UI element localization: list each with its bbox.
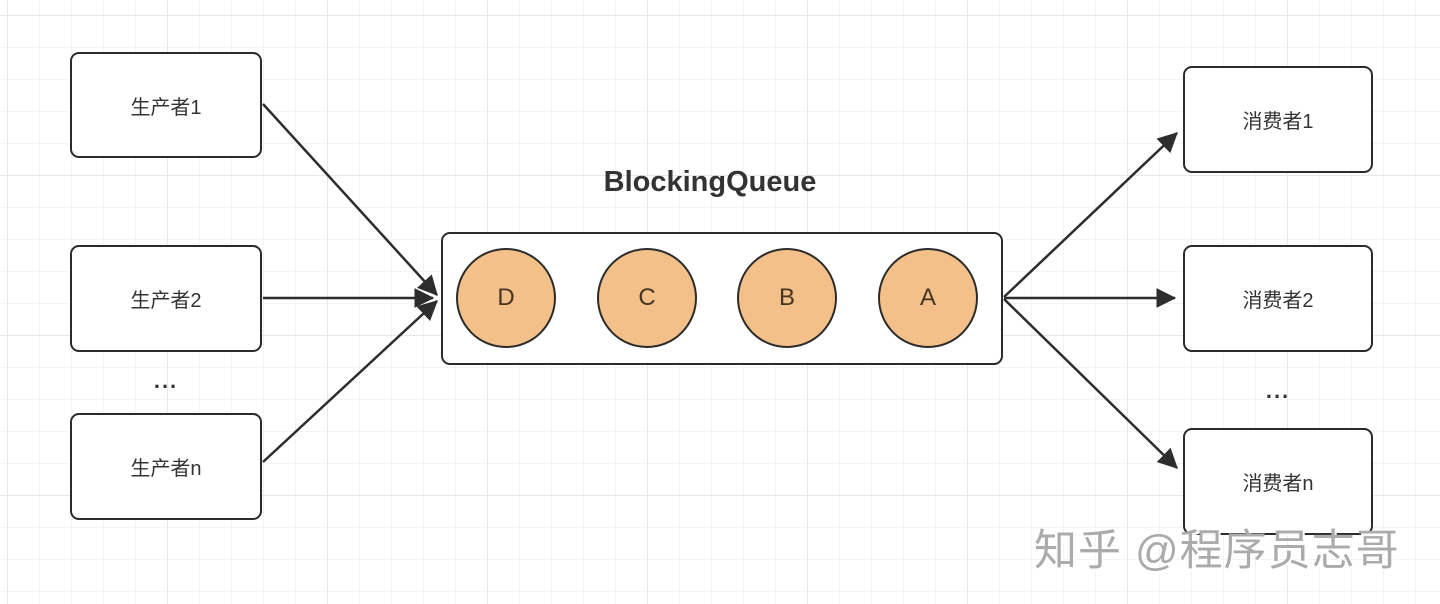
arrow-queue-to-consumern bbox=[1003, 298, 1178, 469]
queue-item-d-label: D bbox=[497, 284, 515, 311]
producer-n-label: 生产者n bbox=[130, 458, 202, 480]
consumer-1-box: 消费者1 bbox=[1183, 66, 1373, 173]
queue-item-d: D bbox=[456, 248, 556, 348]
consumer-2-label: 消费者2 bbox=[1242, 290, 1314, 312]
zhihu-watermark: 知乎 @程序员志哥 bbox=[1034, 527, 1400, 575]
producer-2-box: 生产者2 bbox=[70, 245, 262, 352]
queue-item-b: B bbox=[737, 248, 837, 348]
queue-item-c-label: C bbox=[638, 284, 656, 311]
arrow-queue-to-consumer1 bbox=[1003, 132, 1178, 298]
consumer-2-box: 消费者2 bbox=[1183, 245, 1373, 352]
queue-item-a-label: A bbox=[919, 284, 936, 311]
queue-item-b-label: B bbox=[778, 284, 795, 311]
consumers-ellipsis: ... bbox=[1265, 378, 1291, 403]
producer-1-box: 生产者1 bbox=[70, 52, 262, 158]
blocking-queue-box: D C B A bbox=[441, 232, 1003, 365]
consumer-1-label: 消费者1 bbox=[1242, 111, 1314, 133]
queue-item-c: C bbox=[597, 248, 697, 348]
queue-item-a: A bbox=[878, 248, 978, 348]
consumer-n-label: 消费者n bbox=[1242, 473, 1314, 495]
producers-ellipsis: ... bbox=[153, 368, 179, 393]
consumer-n-box: 消费者n bbox=[1183, 428, 1373, 535]
arrow-producern-to-queue bbox=[262, 300, 438, 463]
producer-2-label: 生产者2 bbox=[130, 290, 202, 312]
producer-n-box: 生产者n bbox=[70, 413, 262, 520]
arrow-producer1-to-queue bbox=[262, 103, 438, 296]
producer-1-label: 生产者1 bbox=[130, 96, 202, 119]
queue-title: BlockingQueue bbox=[603, 166, 817, 198]
